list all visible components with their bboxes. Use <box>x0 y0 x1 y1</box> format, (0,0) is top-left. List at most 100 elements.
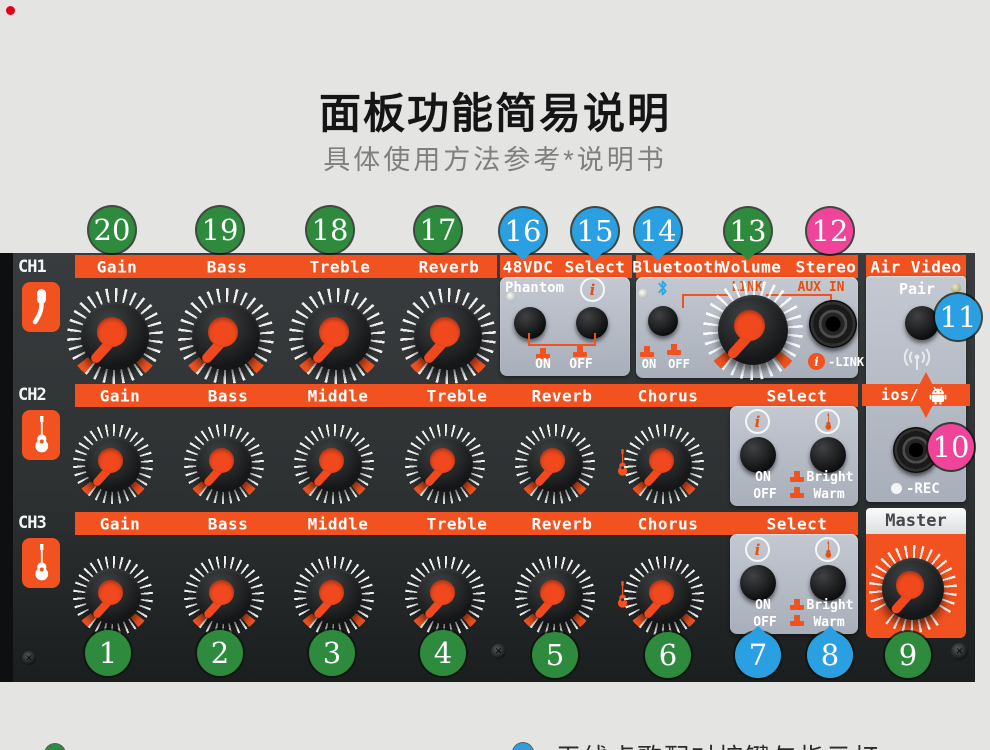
ch1-reverb-knob[interactable] <box>400 288 496 384</box>
antenna-icon <box>900 348 934 377</box>
callout-number: 14 <box>639 214 677 248</box>
legend-item-text: 无线点歌配对按键与指示灯 <box>556 738 880 750</box>
callout-4: 4 <box>420 630 466 676</box>
ch2-middle-knob[interactable] <box>294 424 374 504</box>
ch2-reverb-knob[interactable] <box>515 424 595 504</box>
callout-10: 10 <box>928 424 974 470</box>
knob-cap <box>429 580 455 605</box>
knob-cap <box>539 580 565 605</box>
ch3-col-label: Bass <box>207 514 249 533</box>
knob-cap <box>429 448 455 473</box>
phantom-label: Phantom <box>505 280 565 296</box>
switch-icon <box>789 615 805 627</box>
ch2-gain-knob[interactable] <box>73 424 153 504</box>
ch1-label: CH1 <box>18 257 47 277</box>
ch2-bright-label: Bright <box>806 470 854 485</box>
callout-20: 20 <box>89 207 135 253</box>
ch3-bass-knob[interactable] <box>184 556 264 636</box>
knob-cap <box>207 316 238 347</box>
ch1-gain-knob[interactable] <box>67 288 163 384</box>
bluetooth-led <box>638 289 648 299</box>
ch2-chorus-knob[interactable] <box>624 424 704 504</box>
knob-cap <box>318 316 349 347</box>
pair-led <box>951 283 961 293</box>
knob-cap <box>539 448 565 473</box>
ch3-bright-label: Bright <box>806 598 854 613</box>
master-volume-knob[interactable] <box>869 545 957 633</box>
aux-in-jack[interactable] <box>809 300 857 348</box>
callout-number: 4 <box>433 636 453 670</box>
knob-cap <box>318 448 344 473</box>
ch2-col-label: Treble <box>426 386 488 405</box>
callout-5: 5 <box>532 632 578 678</box>
ch2-bright-warm-button[interactable] <box>810 437 846 473</box>
ch2-col-label: Reverb <box>531 386 593 405</box>
ch2-select-label: Select <box>766 386 828 405</box>
android-icon <box>928 385 948 410</box>
knob-cap <box>648 448 674 473</box>
callout-number: 6 <box>658 638 678 672</box>
knob-cap <box>96 316 127 347</box>
page-subtitle: 具体使用方法参考*说明书 <box>323 145 667 175</box>
aux-in-label: AUX IN <box>797 280 845 295</box>
legend-blue-dot <box>513 743 533 750</box>
page-title: 面板功能简易说明 <box>318 90 671 137</box>
ch2-mic-guitar-button[interactable] <box>740 437 776 473</box>
phantom-on-button[interactable] <box>514 307 546 339</box>
volume-label: Volume <box>720 257 782 276</box>
callout-18: 18 <box>307 207 353 253</box>
ch1-treble-knob[interactable] <box>289 288 385 384</box>
ch3-col-label: Chorus <box>637 514 699 533</box>
switch-icon <box>789 599 805 611</box>
ch3-select-label: Select <box>766 514 828 533</box>
callout-7: 7 <box>735 632 781 678</box>
ios-label: ios/ <box>880 386 920 404</box>
knob-cap <box>648 580 674 605</box>
phantom-header-strip: 48VDC Select <box>500 255 632 278</box>
callout-1: 1 <box>85 630 131 676</box>
ch2-bass-knob[interactable] <box>184 424 264 504</box>
ch3-warm-label: Warm <box>813 615 845 630</box>
corner-marker-dot <box>6 6 15 15</box>
ch3-middle-knob[interactable] <box>294 556 374 636</box>
bluetooth-volume-knob[interactable] <box>703 280 803 380</box>
ch2-on-label: ON <box>755 470 771 485</box>
ch3-strip: Gain Bass Middle Treble Reverb Chorus Se… <box>75 512 858 535</box>
ch3-gain-knob[interactable] <box>73 556 153 636</box>
callout-number: 20 <box>93 213 131 247</box>
guitar-info-icon <box>815 409 840 434</box>
phantom-off-button[interactable] <box>576 307 608 339</box>
pair-button[interactable] <box>905 306 939 340</box>
ch1-bass-knob[interactable] <box>178 288 274 384</box>
switch-icon <box>789 487 805 499</box>
rec-label: -REC <box>906 481 940 497</box>
ch3-mic-guitar-button[interactable] <box>740 565 776 601</box>
master-label: Master <box>866 508 966 534</box>
legend-green-dot <box>45 744 65 750</box>
phantom-led <box>506 292 516 302</box>
callout-number: 17 <box>419 213 457 247</box>
knob-cap <box>734 310 765 341</box>
ch2-strip: Gain Bass Middle Treble Reverb Chorus Se… <box>75 384 858 407</box>
ch2-col-label: Bass <box>207 386 249 405</box>
guitar-info-icon <box>815 537 840 562</box>
callout-number: 15 <box>576 214 614 248</box>
phantom-on-label: ON <box>535 357 551 372</box>
ch3-label: CH3 <box>18 513 47 533</box>
ch3-chorus-knob[interactable] <box>624 556 704 636</box>
callout-14: 14 <box>635 208 681 254</box>
ch1-col-label: Treble <box>309 257 371 276</box>
rec-dot-icon <box>891 483 902 494</box>
ch2-treble-knob[interactable] <box>405 424 485 504</box>
ch2-off-label: OFF <box>753 487 777 502</box>
bluetooth-button[interactable] <box>648 306 678 336</box>
callout-number: 18 <box>311 213 349 247</box>
ch3-treble-knob[interactable] <box>405 556 485 636</box>
callout-2: 2 <box>197 630 243 676</box>
knob-cap <box>97 580 123 605</box>
link-bracket-left <box>682 294 728 308</box>
ch3-reverb-knob[interactable] <box>515 556 595 636</box>
ch3-bright-warm-button[interactable] <box>810 565 846 601</box>
ch1-col-label: Gain <box>96 257 138 276</box>
